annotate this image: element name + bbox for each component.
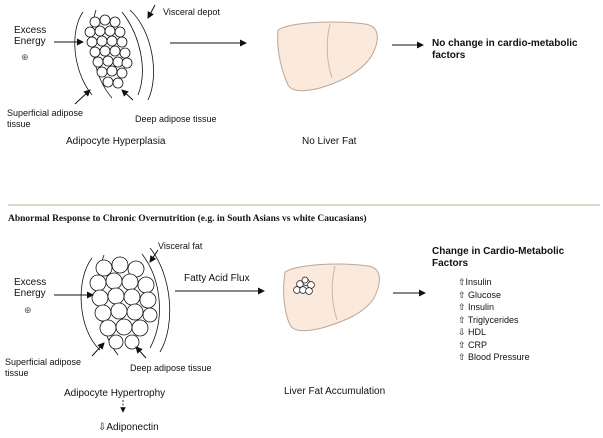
bottom-deep-pointer: [135, 346, 147, 359]
bottom-superficial-pointer: [91, 342, 105, 357]
adiponectin-label: ⇩Adiponectin: [98, 422, 159, 433]
bottom-caption-liver: Liver Fat Accumulation: [284, 386, 386, 397]
factor-item: ⇧Insulin: [458, 277, 492, 287]
top-superficial-label-line2: tissue: [7, 119, 31, 129]
bottom-deep-adipose-label: Deep adipose tissue: [130, 363, 212, 373]
factor-list: ⇧Insulin ⇧ Glucose ⇧ Insulin ⇧ Triglycer…: [458, 276, 530, 364]
bottom-adipose-cluster: [80, 247, 171, 356]
factor-item: ⇩ HDL: [458, 327, 487, 337]
bottom-excess-energy-line2: Energy: [14, 288, 46, 299]
top-superficial-label-line1: Superficial adipose: [7, 108, 84, 118]
factor-item: ⇧ Insulin: [458, 302, 495, 312]
bottom-superficial-label-line2: tissue: [5, 368, 29, 378]
top-result-line2: factors: [432, 50, 466, 61]
top-superficial-pointer: [74, 89, 91, 105]
top-deep-pointer: [121, 89, 134, 101]
top-caption-hyperplasia: Adipocyte Hyperplasia: [66, 136, 166, 147]
top-excess-energy-line1: Excess: [14, 25, 47, 36]
bottom-result-title-line2: Factors: [432, 258, 469, 269]
top-caption-liver: No Liver Fat: [302, 136, 357, 147]
bottom-visceral-pointer: [149, 249, 159, 263]
bottom-plus-icon: ⊕: [24, 305, 32, 315]
top-deep-adipose-label: Deep adipose tissue: [135, 114, 217, 124]
top-visceral-depot-label: Visceral depot: [163, 7, 220, 17]
bottom-result-title-line1: Change in Cardio-Metabolic: [432, 246, 565, 257]
bottom-liver-icon: [283, 263, 380, 332]
bottom-superficial-label-line1: Superficial adipose: [5, 357, 82, 367]
top-adipose-cluster: [74, 9, 154, 101]
section-title: Abnormal Response to Chronic Overnutriti…: [8, 214, 367, 224]
factor-item: ⇧ Triglycerides: [458, 314, 519, 325]
factor-item: ⇧ Glucose: [458, 289, 502, 300]
bottom-visceral-fat-label: Visceral fat: [158, 241, 203, 251]
factor-item: ⇧ Blood Pressure: [458, 352, 530, 362]
factor-item: ⇧ CRP: [458, 339, 488, 350]
top-excess-energy-line2: Energy: [14, 36, 46, 47]
top-plus-icon: ⊕: [21, 52, 29, 62]
bottom-caption-hypertrophy: Adipocyte Hypertrophy: [64, 388, 166, 399]
top-result-line1: No change in cardio-metabolic: [432, 38, 578, 49]
top-visceral-pointer: [147, 4, 156, 19]
top-liver-icon: [277, 21, 378, 92]
liver-fat-droplets: [293, 276, 315, 295]
bottom-excess-energy-line1: Excess: [14, 277, 47, 288]
fatty-acid-flux-label: Fatty Acid Flux: [184, 273, 250, 284]
